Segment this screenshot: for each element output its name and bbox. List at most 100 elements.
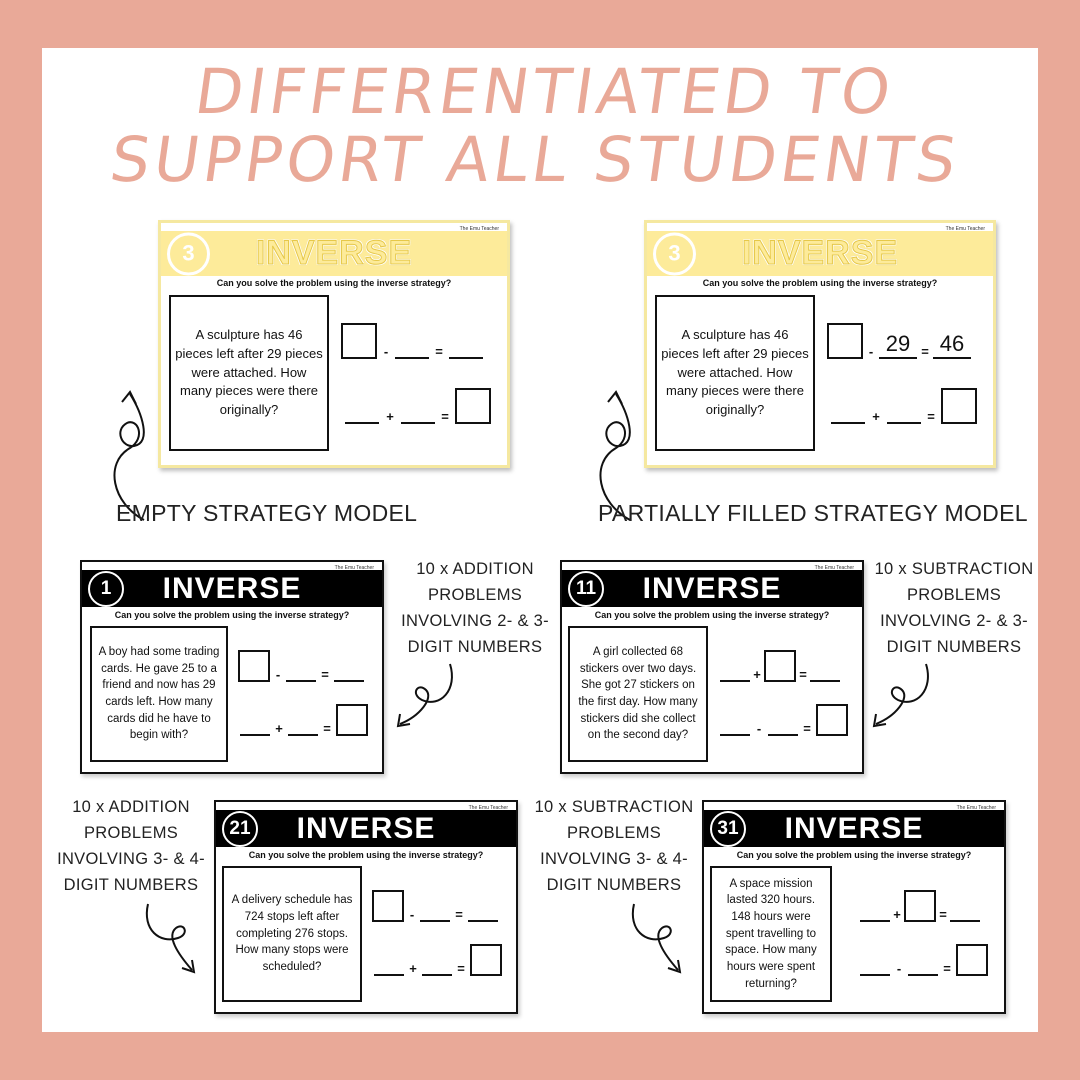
- word-problem: A girl collected 68 stickers over two da…: [568, 626, 708, 762]
- slide-title: INVERSE: [784, 811, 924, 845]
- slide-prompt: Can you solve the problem using the inve…: [114, 610, 350, 620]
- equals-sign: =: [457, 961, 465, 976]
- blank-line: [288, 734, 318, 736]
- brand-label: The Emu Teacher: [945, 226, 985, 232]
- equals-sign: =: [323, 721, 331, 736]
- minus-sign: -: [896, 961, 902, 976]
- equation-subtraction: - =: [372, 890, 498, 922]
- caption-partial-model: PARTIALLY FILLED STRATEGY MODEL: [598, 500, 1028, 526]
- minus-sign: -: [756, 721, 762, 736]
- blank-line: [240, 734, 270, 736]
- word-problem: A sculpture has 46 pieces left after 29 …: [655, 295, 815, 451]
- answer-box: [238, 650, 270, 682]
- slide-prompt: Can you solve the problem using the inve…: [702, 278, 938, 288]
- minus-sign: -: [409, 907, 415, 922]
- note-addition-3-4-digit: 10 x ADDITION PROBLEMS INVOLVING 3- & 4-…: [57, 798, 205, 894]
- filled-value: 46: [933, 331, 971, 359]
- slide-31: The Emu Teacher 31 INVERSE Can you solve…: [702, 800, 1006, 1014]
- slide-number: 3: [653, 232, 696, 275]
- brand-label: The Emu Teacher: [814, 565, 854, 571]
- brand-label: The Emu Teacher: [956, 805, 996, 811]
- slide-number: 31: [710, 810, 746, 847]
- minus-sign: -: [868, 344, 874, 359]
- slide-banner: 3 INVERSE: [161, 231, 507, 276]
- slide-banner: 11 INVERSE: [562, 570, 862, 607]
- equation-addition: + =: [860, 890, 980, 922]
- answer-box: [455, 388, 491, 424]
- equation-addition: + =: [374, 944, 502, 976]
- equals-sign: =: [803, 721, 811, 736]
- answer-box: [764, 650, 796, 682]
- brand-label: The Emu Teacher: [459, 226, 499, 232]
- slide-prompt: Can you solve the problem using the inve…: [736, 850, 972, 860]
- answer-box: [372, 890, 404, 922]
- slide-title: INVERSE: [162, 571, 302, 605]
- slide-number: 3: [167, 232, 210, 275]
- plus-sign: +: [386, 409, 394, 424]
- blank-line: [422, 974, 452, 976]
- equation-subtraction: - 29 = 46: [827, 323, 971, 359]
- slide-11: The Emu Teacher 11 INVERSE Can you solve…: [560, 560, 864, 774]
- slide-prompt: Can you solve the problem using the inve…: [216, 278, 452, 288]
- equation-addition: + =: [240, 704, 368, 736]
- slide-title: INVERSE: [741, 234, 899, 273]
- equation-addition: + =: [720, 650, 840, 682]
- brand-label: The Emu Teacher: [468, 805, 508, 811]
- slide-number: 1: [88, 570, 124, 607]
- equation-subtraction: - =: [720, 704, 848, 736]
- word-problem: A boy had some trading cards. He gave 25…: [90, 626, 228, 762]
- slide-prompt: Can you solve the problem using the inve…: [594, 610, 830, 620]
- curly-arrow-icon: [113, 390, 145, 521]
- note-subtraction-3-4-digit: 10 x SUBTRACTION PROBLEMS INVOLVING 3- &…: [534, 798, 694, 894]
- curly-arrow-icon: [145, 903, 196, 974]
- word-problem: A delivery schedule has 724 stops left a…: [222, 866, 362, 1002]
- filled-value: 29: [879, 331, 917, 359]
- answer-box: [336, 704, 368, 736]
- slide-banner: 21 INVERSE: [216, 810, 516, 847]
- headline: DIFFERENTIATED TO SUPPORT ALL STUDENTS: [105, 55, 965, 196]
- blank-line: [860, 974, 890, 976]
- equation-subtraction: - =: [238, 650, 364, 682]
- blank-line: [908, 974, 938, 976]
- plus-sign: +: [872, 409, 880, 424]
- slide-title: INVERSE: [255, 234, 413, 273]
- curly-arrow-icon: [631, 903, 682, 974]
- blank-line: [345, 422, 379, 424]
- equals-sign: =: [943, 961, 951, 976]
- plus-sign: +: [893, 907, 901, 922]
- blank-line: [887, 422, 921, 424]
- answer-box: [904, 890, 936, 922]
- answer-box: [816, 704, 848, 736]
- equals-sign: =: [321, 667, 329, 682]
- equals-sign: =: [455, 907, 463, 922]
- answer-box: [941, 388, 977, 424]
- plus-sign: +: [409, 961, 417, 976]
- caption-empty-model: EMPTY STRATEGY MODEL: [116, 500, 418, 526]
- blank-line: [374, 974, 404, 976]
- slide-title: INVERSE: [642, 571, 782, 605]
- blank-line: [468, 920, 498, 922]
- word-problem: A sculpture has 46 pieces left after 29 …: [169, 295, 329, 451]
- slide-prompt: Can you solve the problem using the inve…: [248, 850, 484, 860]
- blank-line: [395, 357, 429, 359]
- slide-21: The Emu Teacher 21 INVERSE Can you solve…: [214, 800, 518, 1014]
- curly-arrow-icon: [599, 390, 631, 521]
- answer-box: [470, 944, 502, 976]
- equals-sign: =: [939, 907, 947, 922]
- content-panel: DIFFERENTIATED TO SUPPORT ALL STUDENTS T…: [42, 48, 1038, 1032]
- slide-banner: 31 INVERSE: [704, 810, 1004, 847]
- blank-line: [286, 680, 316, 682]
- curly-arrow-icon: [872, 663, 929, 728]
- blank-line: [720, 680, 750, 682]
- minus-sign: -: [383, 344, 389, 359]
- equation-subtraction: - =: [860, 944, 988, 976]
- slide-1: The Emu Teacher 1 INVERSE Can you solve …: [80, 560, 384, 774]
- blank-line: [810, 680, 840, 682]
- word-problem: A space mission lasted 320 hours. 148 ho…: [710, 866, 832, 1002]
- note-addition-2-3-digit: 10 x ADDITION PROBLEMS INVOLVING 2- & 3-…: [401, 560, 549, 656]
- equation-addition: + =: [345, 388, 491, 424]
- equation-subtraction: - =: [341, 323, 483, 359]
- blank-line: [720, 734, 750, 736]
- equals-sign: =: [921, 344, 929, 359]
- answer-box: [956, 944, 988, 976]
